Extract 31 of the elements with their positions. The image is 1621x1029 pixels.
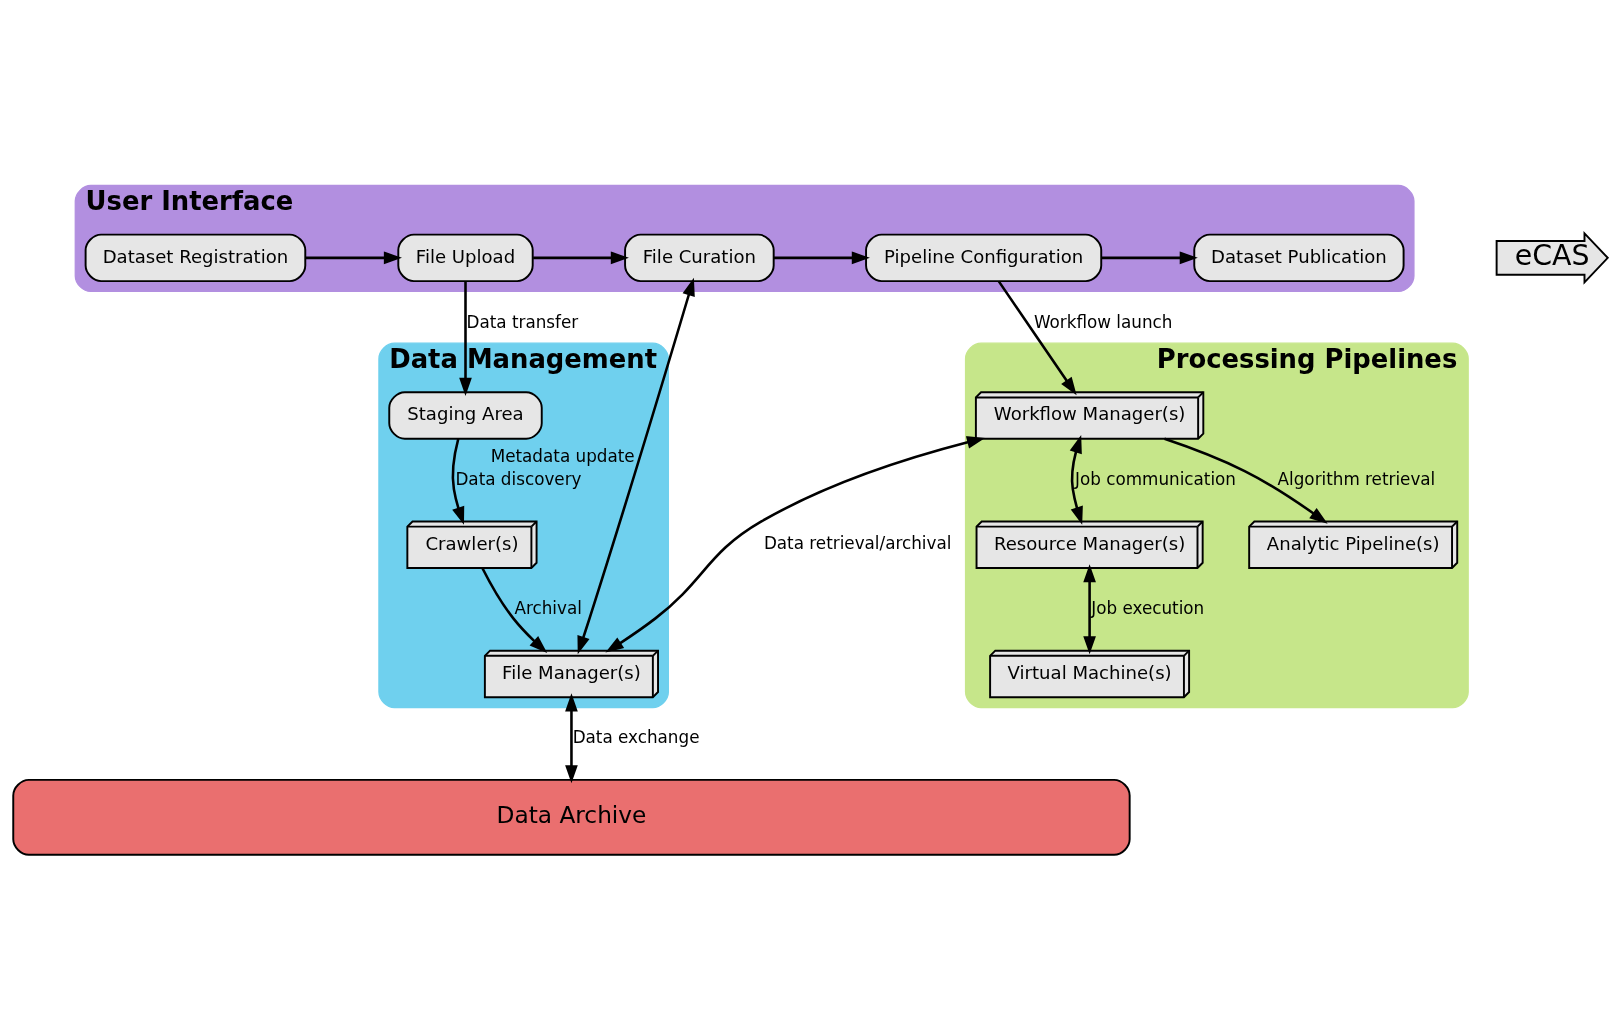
edge-label: Job execution xyxy=(1091,597,1205,618)
arrow xyxy=(459,280,472,396)
node-box: Dataset Registration xyxy=(84,233,307,282)
node-box: File Curation xyxy=(624,233,775,282)
node-box: Data Archive xyxy=(12,778,1131,856)
node-box: File Upload xyxy=(397,233,534,282)
arrow xyxy=(451,438,465,525)
arrow xyxy=(481,566,548,653)
node-box: Pipeline Configuration xyxy=(865,233,1103,282)
edge-label: Data retrieval/archival xyxy=(763,532,952,553)
edge-label: Archival xyxy=(514,597,582,618)
arrow xyxy=(533,251,629,264)
arrow xyxy=(1069,434,1083,525)
edge-label: Data discovery xyxy=(455,468,582,489)
node-box: Staging Area xyxy=(388,390,543,440)
arrow xyxy=(577,277,695,654)
edge-label: Algorithm retrieval xyxy=(1277,468,1436,489)
edge-label: Data transfer xyxy=(466,311,579,332)
edge-label: Data exchange xyxy=(572,726,700,747)
arrow xyxy=(1101,251,1198,264)
arrow xyxy=(1083,563,1096,654)
arrow xyxy=(1164,437,1328,524)
edge-label: Job communication xyxy=(1075,468,1236,489)
arrow xyxy=(997,280,1077,395)
arrow xyxy=(305,251,402,264)
node-box: Dataset Publication xyxy=(1193,233,1405,282)
arrow xyxy=(605,435,986,653)
arrow xyxy=(773,251,870,264)
arrow xyxy=(565,692,578,783)
edge-label: Workflow launch xyxy=(1033,311,1173,332)
edge-label: Metadata update xyxy=(490,445,635,466)
